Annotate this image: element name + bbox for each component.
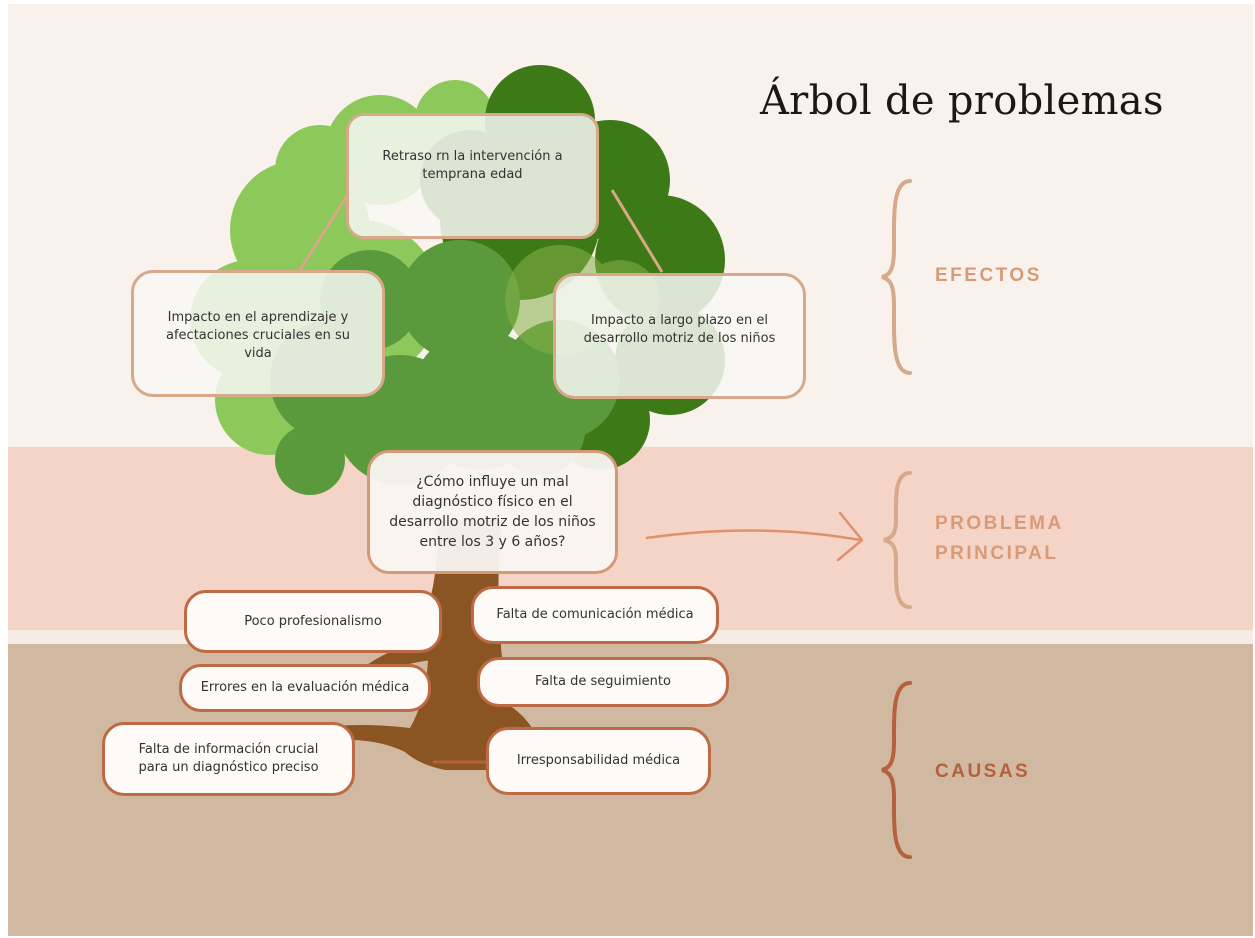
cause-box-3: Errores en la evaluación médica [179,664,431,712]
cause-box-4: Falta de seguimiento [477,657,729,707]
effect-box-top: Retraso rn la intervención a temprana ed… [346,113,599,239]
cause-box-1: Poco profesionalismo [184,590,442,653]
cause-box-6: Irresponsabilidad médica [486,727,711,795]
cause-box-2: Falta de comunicación médica [471,586,719,644]
problem-brace-icon [883,471,912,609]
diagram-title: Árbol de problemas [760,78,1164,124]
effects-label: EFECTOS [935,265,1042,286]
main-problem-box: ¿Cómo influye un mal diagnóstico físico … [367,450,618,574]
causes-label: CAUSAS [935,761,1031,782]
effects-brace-icon [881,179,912,375]
cause-box-5: Falta de información crucial para un dia… [102,722,355,796]
effect-box-left: Impacto en el aprendizaje y afectaciones… [131,270,385,397]
effect-box-right: Impacto a largo plazo en el desarrollo m… [553,273,806,399]
main-problem-label: PROBLEMA PRINCIPAL [935,513,1064,564]
causes-brace-icon [881,681,912,859]
